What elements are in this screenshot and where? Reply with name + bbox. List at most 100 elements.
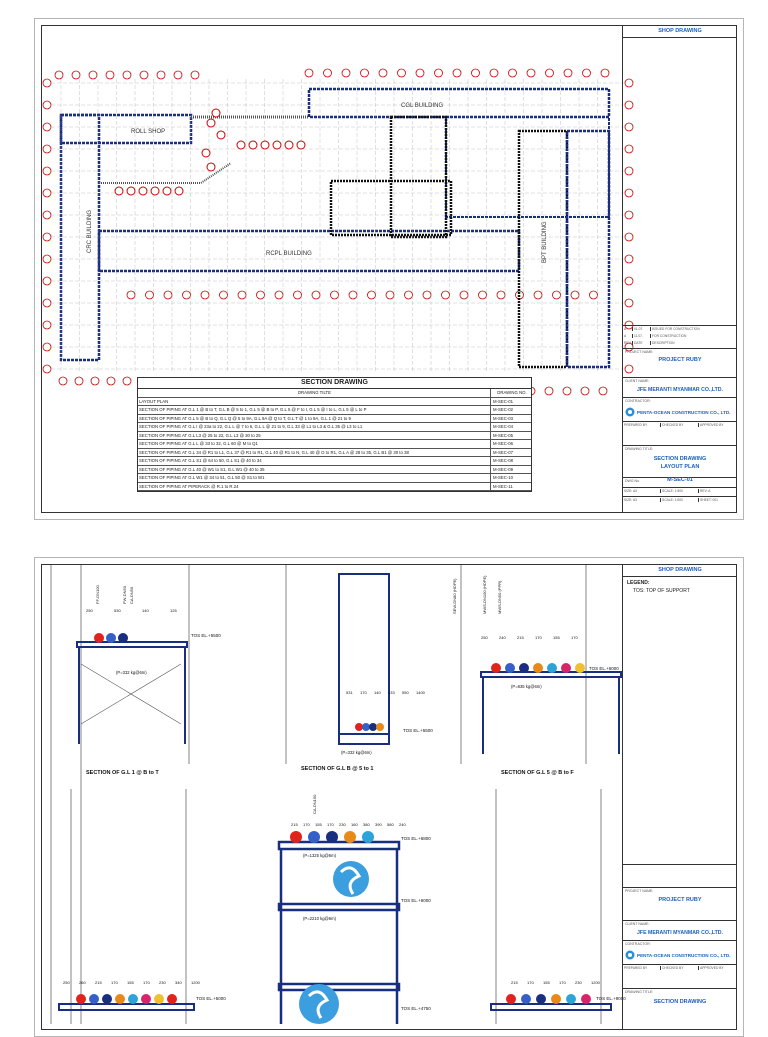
index-row-title: SECTION OF PIPING AT G.L S1 @ 64 to 50, … [138, 457, 491, 465]
grid-bubble [600, 68, 610, 78]
dimension-label: 530 [114, 608, 121, 613]
pipe-sections: SECTION OF G.L 1 @ B to T SECTION OF G.L… [50, 564, 626, 1024]
grid-bubble [145, 290, 154, 300]
pipe-marker [566, 994, 576, 1004]
contractor-label: CONTRACTOR: [625, 942, 651, 946]
grid-bubble [42, 320, 52, 330]
grid-bubble [452, 68, 462, 78]
dimension-label: 380 [363, 822, 370, 827]
dimension-label: 240 [499, 635, 506, 640]
revision-table [623, 325, 737, 326]
grid-bubble [330, 290, 339, 300]
grid-bubble [42, 298, 52, 308]
rev-cell: REV [623, 341, 633, 345]
grid-bubble [422, 290, 432, 300]
grid-bubble [90, 376, 100, 386]
grid-bubble [182, 290, 191, 300]
dimension-label: 230 [339, 822, 346, 827]
pipe-marker [167, 994, 177, 1004]
dimension-label: 250 [63, 980, 70, 985]
rev-desc: ISSUED FOR CONSTRUCTION [651, 327, 737, 331]
grid-bubble [71, 70, 81, 80]
contractor-label: CONTRACTOR: [625, 399, 651, 403]
grid-bubble [415, 68, 425, 78]
scale-cell: SCALE: 1:500 [661, 489, 699, 493]
dimension-label: 1400 [416, 690, 426, 695]
index-row: SECTION OF PIPING AT PIPERACK @ R.1 to R… [138, 482, 531, 491]
pipe-label-sew: SEW-DN80 (HDPE) [452, 578, 457, 614]
grid-bubble [478, 290, 487, 300]
dimension-label: 170 [327, 822, 334, 827]
index-row-no: M-SEC-02 [493, 407, 514, 412]
dimension-label: 215 [517, 635, 524, 640]
rev-cell: A [623, 327, 633, 331]
pipe-marker [94, 633, 104, 643]
grid-bubble [397, 68, 406, 78]
project-label: PROJECT NAME: [625, 350, 654, 354]
dimension-label: 170 [571, 635, 578, 640]
grid-bubble [348, 290, 358, 300]
contractor-logo-icon [625, 950, 635, 960]
pipe-marker [362, 723, 370, 731]
pipe-marker [575, 663, 585, 673]
index-row-no: M-SEC-09 [493, 466, 514, 472]
load-label-2: (P=332 kg@6m) [341, 750, 372, 755]
section-title-3: SECTION OF G.L 5 @ B to F [501, 770, 574, 776]
index-row-title: SECTION OF PIPING AT G.L 1 @ B to T, G.L… [138, 406, 491, 414]
index-row: SECTION OF PIPING AT G.L S1 @ 64 to 50, … [138, 457, 531, 466]
grid-bubble [508, 68, 517, 78]
section-drawing-sheet: SECTION OF G.L 1 @ B to T SECTION OF G.L… [34, 557, 744, 1037]
pipe-marker [521, 994, 531, 1004]
tos-label-5500-a: TOS EL.+5500 [191, 633, 221, 638]
grid-bubble [190, 70, 200, 80]
index-row-title: SECTION OF PIPING AT PIPERACK @ R.1 to R… [138, 482, 491, 490]
pipe-label-ff: FF-DN100 [95, 585, 100, 604]
grid-bubble [42, 78, 52, 88]
pipe-label-ca150: CA-DN150 [312, 794, 317, 814]
grid-bubble [106, 376, 116, 386]
prepared-by-cell: PREPARED BY [623, 423, 661, 427]
grid-bubble [323, 68, 332, 78]
index-row-no: M-SEC-04 [493, 424, 514, 429]
grid-bubble [552, 290, 561, 300]
grid-bubble [545, 68, 554, 78]
pipe-marker [519, 663, 529, 673]
tos-label-5500-b: TOS EL.+5500 [403, 728, 433, 733]
index-row: SECTION OF PIPING AT G.L I @ 23a to 22, … [138, 423, 531, 432]
dimension-label: 215 [511, 980, 518, 985]
dimension-label: 155 [127, 980, 134, 985]
drawing-title-label: DRAWING TITLE: [625, 990, 654, 994]
label-roll-shop: ROLL SHOP [131, 129, 165, 135]
grid-bubble [219, 290, 228, 300]
grid-bubble [139, 70, 149, 80]
grid-bubble [570, 290, 580, 300]
index-row: SECTION OF PIPING AT G.L L3 @ 25 to 22, … [138, 431, 531, 440]
grid-bubble [42, 166, 52, 176]
pipe-marker [115, 994, 125, 1004]
pipe-marker [128, 994, 138, 1004]
dimension-label: 160 [351, 822, 358, 827]
rev-cell: REV: A [699, 489, 737, 493]
size-cell: SIZE: A3 [623, 498, 661, 502]
grid-bubble [367, 290, 376, 300]
grid-bubble [441, 290, 450, 300]
title-block: SHOP DRAWING LEGEND: TOS: TOP OF SUPPORT… [622, 564, 737, 1030]
dimension-label: 170 [527, 980, 534, 985]
legend-item: TOS: TOP OF SUPPORT [633, 588, 690, 594]
grid-bubble [459, 290, 469, 300]
drawing-title-1: SECTION DRAWING [653, 456, 707, 462]
index-col-no: DRAWING NO. [497, 390, 527, 395]
pipe-marker [533, 663, 543, 673]
size-cell: SIZE: A3 [623, 489, 661, 493]
dimension-label: 170 [559, 980, 566, 985]
index-row: SECTION OF PIPING AT G.L L @ 33 to 32, G… [138, 440, 531, 449]
dimension-label: 1200 [591, 980, 601, 985]
grid-bubble [544, 386, 554, 396]
drawing-frame [41, 25, 737, 513]
index-col-title: DRAWING TILTE [138, 389, 491, 397]
index-row-title: SECTION OF PIPING AT G.L 5 @ B to Q, G.L… [138, 414, 491, 422]
dimension-label: 390 [375, 822, 382, 827]
dimension-label: 170 [111, 980, 118, 985]
